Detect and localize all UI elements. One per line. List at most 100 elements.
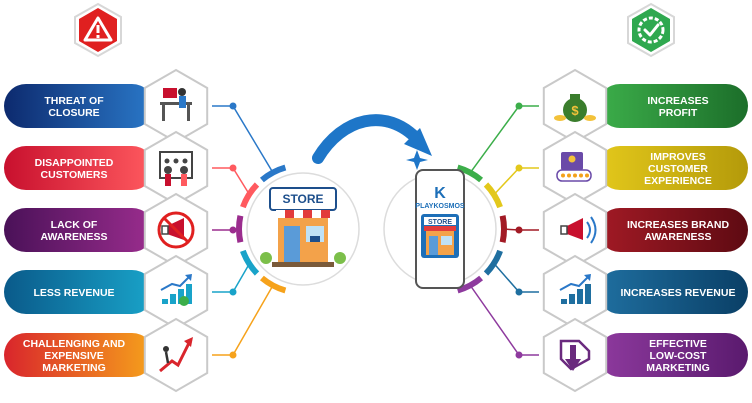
warning-badge [74,2,122,58]
icon-hexagon [143,317,209,393]
ring-segment [259,275,287,294]
connector-line [212,167,252,197]
playkosmos-logo-icon: K [434,185,446,202]
effect-label-line: AWARENESS [644,231,711,243]
effect-label-line: LESS REVENUE [33,287,114,299]
connector-line [212,261,252,293]
connector-dot [515,288,523,296]
online-app-store: K PLAYKOSMOS STORE [383,169,497,289]
ring-segment [456,164,484,183]
warning-triangle-icon [83,16,113,42]
effect-pill [598,208,748,252]
effect-pill [598,333,748,377]
connector-line [492,167,539,197]
effect-label-line: MARKETING [42,362,106,374]
effect-label-line: DISAPPOINTED [35,157,114,169]
connector-line [212,283,275,356]
effect-label-line: INCREASES BRAND [627,219,730,231]
connector-lines [212,102,539,359]
connector-line [468,105,539,175]
effect-label-line: MARKETING [646,362,710,374]
right-effect-item: INCREASES REVENUE [542,254,748,330]
effect-pill [598,270,748,314]
transition-arrow [312,114,432,170]
effect-label-line: THREAT OF [44,95,104,107]
ring-segment [456,275,484,294]
connector-dot [515,226,523,234]
physical-store: STORE [246,172,360,286]
effect-label-line: PROFIT [659,107,698,119]
disappointed-customers-icon [159,151,193,186]
effect-label-line: EXPERIENCE [644,175,712,187]
effect-label-line: AWARENESS [40,231,107,243]
ring-segment [259,164,287,183]
effect-label-line: CLOSURE [48,107,99,119]
uphill-struggle-icon [159,337,193,373]
effect-label-line: EFFECTIVE [649,338,707,350]
effect-pill [598,84,748,128]
effect-label-line: CUSTOMER [648,163,708,175]
effect-pill [4,208,154,252]
negative-effects: THREAT OFCLOSUREDISAPPOINTEDCUSTOMERSLAC… [4,68,209,393]
ring-segment [236,215,244,243]
ring-segment [499,215,507,243]
ring-segment [240,182,260,209]
icon-hexagon [542,254,608,330]
connector-dot [515,102,523,110]
center-rings [236,164,507,294]
effect-label-line: INCREASES REVENUE [621,287,736,299]
effect-label-line: LOW-COST [650,350,708,362]
megaphone-icon [560,216,597,244]
connector-line [492,261,539,293]
connector-dot [515,351,523,359]
app-store-sign-text: STORE [428,219,452,226]
effect-label-line: CHALLENGING AND [23,338,126,350]
svg-text:K: K [434,185,446,202]
left-effect-item: LESS REVENUE [4,254,209,330]
effect-label-line: INCREASES [647,95,708,107]
effect-label-line: CUSTOMERS [41,169,108,181]
growth-chart-icon [559,274,591,304]
app-brand-text: PLAYKOSMOS [415,203,464,210]
effect-pill [4,333,154,377]
money-bag-icon: $ [554,94,596,122]
low-cost-tag-icon [559,339,591,371]
connector-dot [229,351,237,359]
effect-pill [4,146,154,190]
revenue-chart-icon [160,274,192,306]
smartphone-icon: K PLAYKOSMOS STORE [415,169,465,289]
ring-segment [240,249,260,276]
sparkle-icon [406,150,428,170]
ring-segment [483,182,503,209]
effect-label-line: EXPENSIVE [44,350,104,362]
effect-pill [4,270,154,314]
svg-text:$: $ [571,103,579,118]
verified-check-icon [637,16,665,44]
connector-dot [229,288,237,296]
store-sign-text: STORE [282,192,323,206]
ring-segment [483,249,503,276]
connector-line [468,283,539,356]
connector-dot [515,164,523,172]
connector-dot [229,226,237,234]
success-badge [627,2,675,58]
effect-label-line: LACK OF [51,219,98,231]
effect-label-line: IMPROVES [650,151,705,163]
no-megaphone-icon [157,211,195,249]
connector-dot [229,164,237,172]
effect-pill [598,146,748,190]
effect-pill [4,84,154,128]
icon-hexagon [143,254,209,330]
rating-stars-icon [556,152,592,182]
